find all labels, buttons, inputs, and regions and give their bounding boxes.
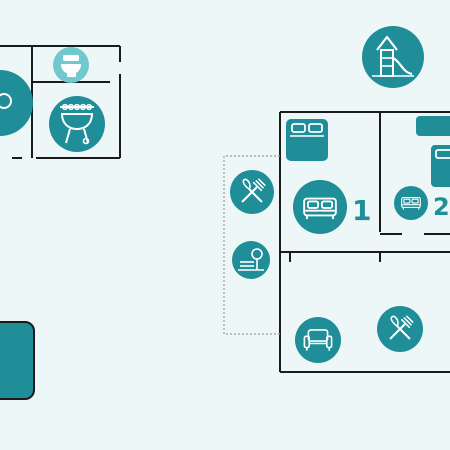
playground-icon bbox=[362, 26, 424, 88]
bedroom-2-single-bed-side bbox=[431, 145, 450, 187]
bbq-grill-icon bbox=[49, 96, 105, 152]
sofa-icon bbox=[295, 317, 341, 363]
bedroom-2-bed-icon bbox=[394, 186, 428, 220]
living-fork-knife-icon bbox=[377, 306, 423, 352]
toilet-icon bbox=[53, 47, 89, 83]
bedroom-2-number: 2 bbox=[433, 193, 450, 221]
bedroom-1-bed-top bbox=[286, 119, 328, 161]
left-partial-icon bbox=[0, 70, 33, 136]
bedroom-1-bed-icon bbox=[293, 180, 347, 234]
bedroom-1-number: 1 bbox=[352, 194, 371, 227]
terrace-outline bbox=[223, 155, 280, 335]
left-partial-icon-ring bbox=[0, 93, 12, 109]
right-building-walls bbox=[279, 111, 450, 373]
fork-knife-icon bbox=[230, 170, 274, 214]
left-bottom-block bbox=[0, 321, 35, 400]
bedroom-2-single-bed-top bbox=[416, 116, 450, 136]
garden-bench-icon bbox=[232, 241, 270, 279]
